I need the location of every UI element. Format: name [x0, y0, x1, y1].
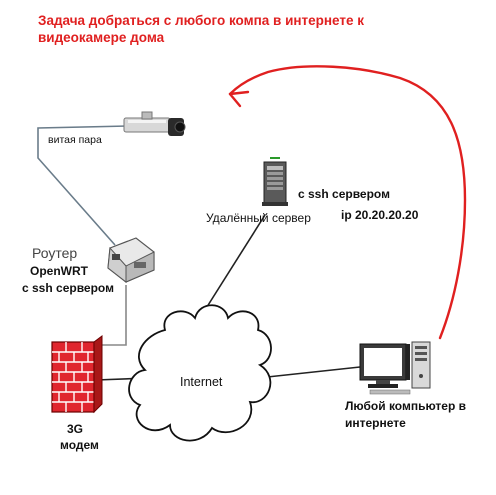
diagram-title: Задача добраться с любого компа в интерн…: [38, 13, 364, 45]
camera-to-router-wire: [37, 125, 129, 246]
computer-label-line1: Любой компьютер в: [345, 399, 467, 413]
internet-label: Internet: [180, 375, 223, 389]
twisted-pair-label: витая пара: [48, 134, 102, 146]
server-ip-label: ip 20.20.20.20: [341, 208, 419, 222]
router-ssh-label: с ssh сервером: [22, 281, 114, 295]
camera-icon: [123, 111, 186, 136]
arrow-head-icon: [228, 90, 250, 108]
internet-to-server-wire: [204, 214, 266, 311]
server-icon: [262, 157, 288, 206]
connection-arrow: [228, 65, 467, 340]
computer-icon: [359, 341, 431, 395]
internet-to-computer-wire: [257, 366, 361, 379]
modem-label-line2: модем: [60, 438, 99, 452]
computer-label-line2: интернете: [345, 416, 406, 430]
router-name-label: OpenWRT: [30, 264, 88, 278]
modem-label-line1: 3G: [67, 422, 84, 436]
firewall-icon: [51, 335, 103, 414]
router-icon: [107, 237, 155, 284]
server-name-label: Удалённый сервер: [206, 211, 311, 225]
server-ssh-label: с ssh сервером: [298, 187, 390, 201]
cloud-icon: [128, 304, 272, 442]
router-caption: Роутер: [32, 245, 78, 261]
